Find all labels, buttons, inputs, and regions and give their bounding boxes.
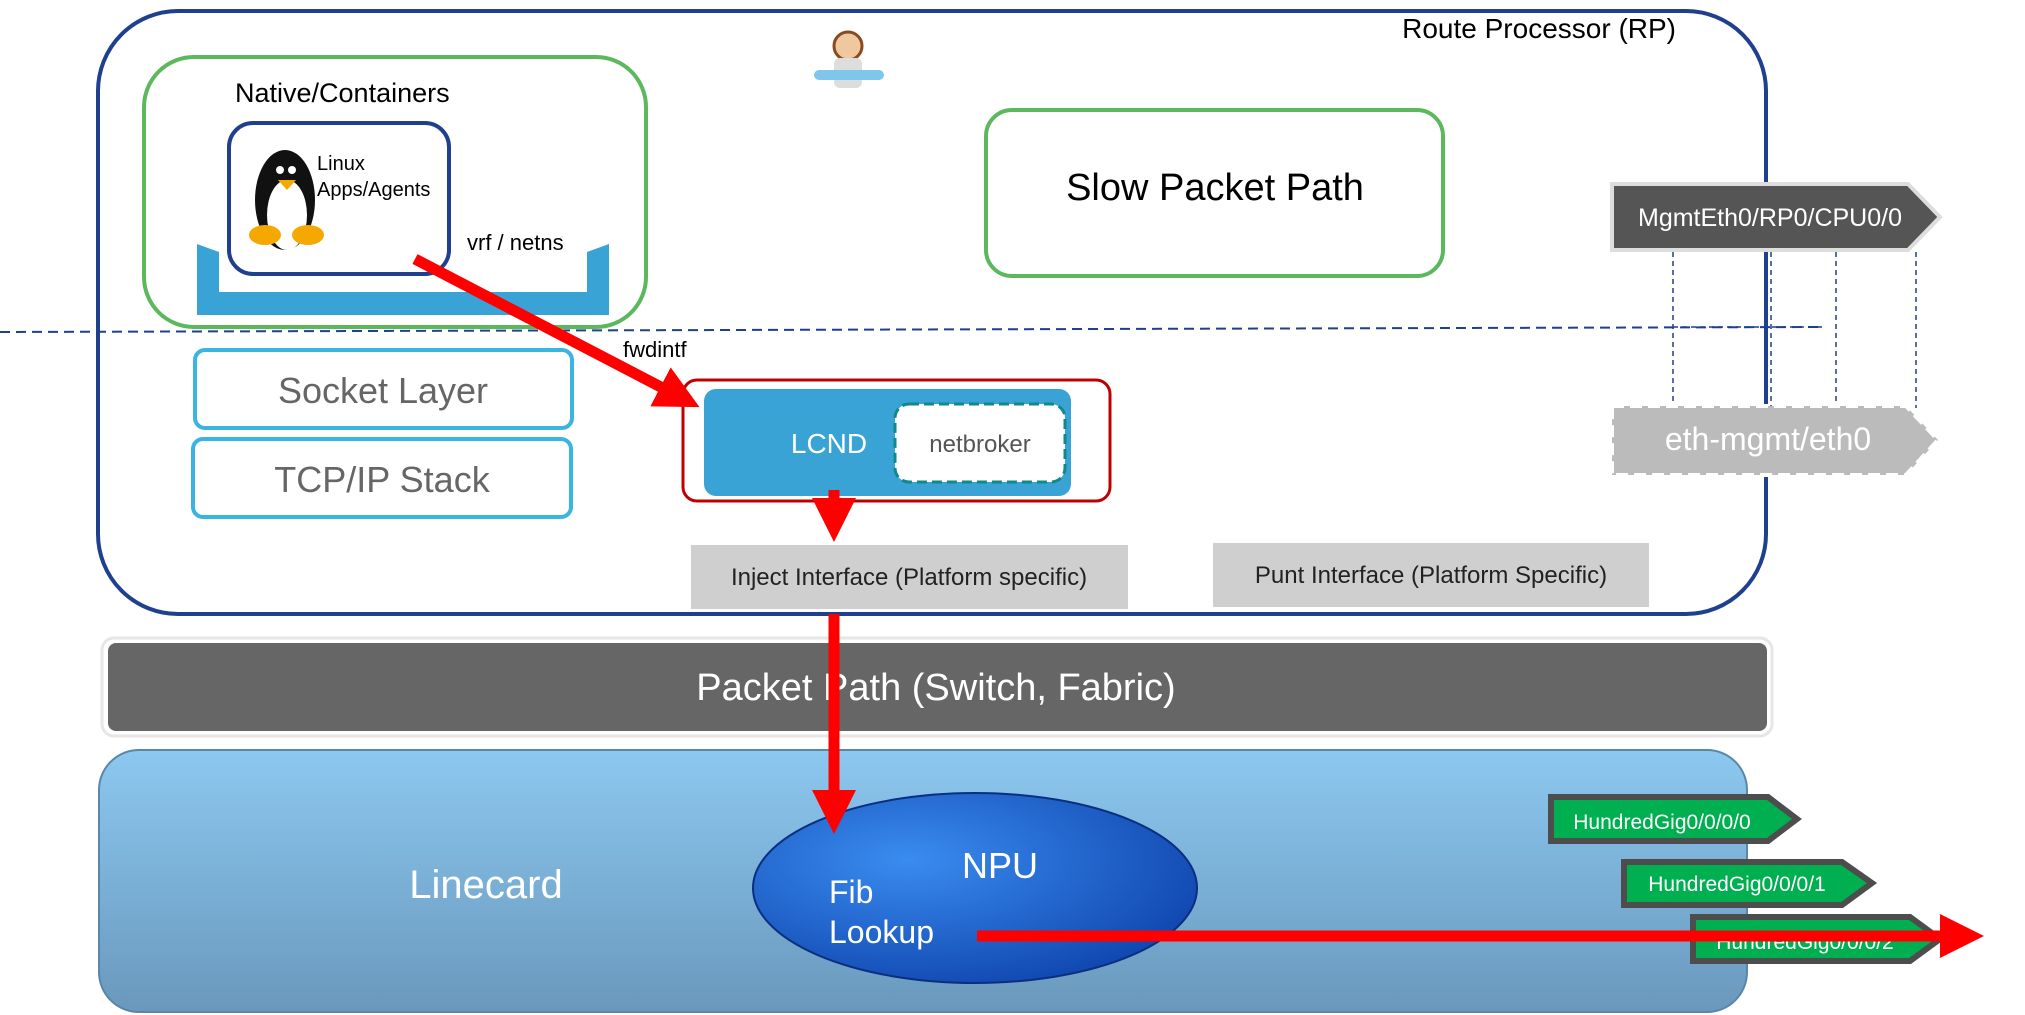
npu-label: NPU: [962, 845, 1038, 886]
lcnd-label: LCND: [791, 428, 867, 459]
inject-interface-box: [691, 545, 1128, 609]
interface-tag-1: HundredGig0/0/0/1: [1621, 859, 1878, 908]
slow-packet-path-label: Slow Packet Path: [1066, 167, 1364, 209]
mgmt-dashed-links: [1672, 252, 1917, 408]
linux-label: Linux: [317, 153, 365, 175]
apps-agents-label: Apps/Agents: [317, 179, 430, 201]
eth-mgmt-interface-tag: [1610, 404, 1941, 477]
packet-path-bar: [108, 643, 1767, 731]
netbroker-box: [893, 402, 1067, 484]
mgmteth-interface-label: MgmtEth0/RP0/CPU0/0: [1638, 204, 1902, 232]
socket-layer-box: [193, 348, 574, 430]
slow-packet-path-box: [984, 108, 1445, 278]
fwdintf-label: fwdintf: [623, 337, 687, 362]
netbroker-label: netbroker: [929, 431, 1030, 458]
vrf-netns-tray: [197, 244, 609, 315]
eth-mgmt-interface-label: eth-mgmt/eth0: [1665, 421, 1871, 457]
interface-label: HundredGig0/0/0/1: [1648, 873, 1825, 896]
route-processor-title: Route Processor (RP): [1402, 13, 1676, 44]
punt-interface-box: [1213, 543, 1649, 607]
interface-label: HundredGig0/0/0/0: [1573, 811, 1750, 834]
native-containers-title: Native/Containers: [235, 78, 450, 108]
interface-tag-0: HundredGig0/0/0/0: [1548, 794, 1802, 844]
packet-flow-arrows: [412, 254, 1984, 958]
packet-path-label: Packet Path (Switch, Fabric): [696, 667, 1175, 709]
linecard-label: Linecard: [409, 863, 562, 907]
linux-penguin-icon: [249, 150, 324, 250]
tcpip-stack-label: TCP/IP Stack: [274, 459, 490, 500]
arrow-app-to-lcnd: [412, 254, 700, 408]
mgmteth-interface-tag: [1610, 182, 1943, 252]
socket-layer-label: Socket Layer: [278, 370, 488, 411]
lookup-label: Lookup: [829, 914, 934, 950]
inject-interface-label: Inject Interface (Platform specific): [731, 564, 1087, 591]
fib-label: Fib: [829, 874, 873, 910]
punt-interface-label: Punt Interface (Platform Specific): [1255, 562, 1607, 589]
tcpip-stack-box: [191, 437, 573, 519]
mascot-icon: [814, 30, 884, 88]
vrf-netns-label: vrf / netns: [467, 230, 564, 255]
npu-ellipse: [752, 792, 1198, 984]
